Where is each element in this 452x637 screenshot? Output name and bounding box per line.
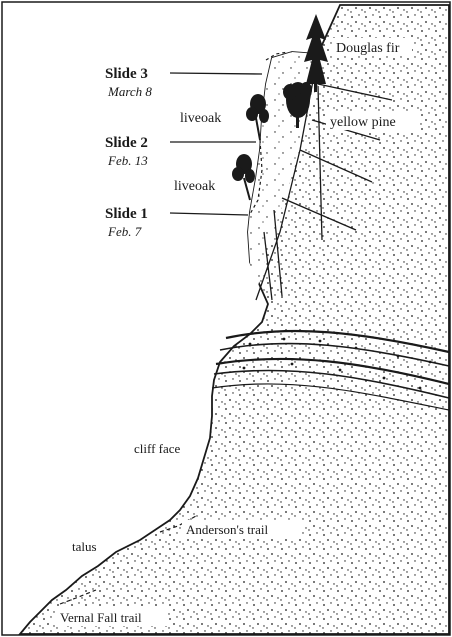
slide-3-date: March 8 bbox=[107, 84, 152, 99]
slide-3-label: Slide 3 bbox=[105, 66, 148, 82]
slide-1-date: Feb. 7 bbox=[107, 224, 142, 239]
slide-2-date: Feb. 13 bbox=[107, 153, 148, 168]
liveoak-upper-label: liveoak bbox=[180, 111, 221, 126]
douglas-fir-label: Douglas fir bbox=[336, 41, 400, 56]
douglas-fir-tree bbox=[304, 14, 328, 92]
cliff-face-label: cliff face bbox=[134, 441, 181, 456]
slide-1-label: Slide 1 bbox=[105, 206, 148, 222]
andersons-trail-label: Anderson's trail bbox=[186, 522, 269, 537]
talus-label: talus bbox=[72, 539, 97, 554]
slide-2-label: Slide 2 bbox=[105, 135, 148, 151]
liveoak-lower-label: liveoak bbox=[174, 179, 215, 194]
yellow-pine-label: yellow pine bbox=[330, 115, 396, 130]
liveoak-tree-lower bbox=[232, 154, 255, 200]
vernal-fall-trail-label: Vernal Fall trail bbox=[60, 610, 142, 625]
